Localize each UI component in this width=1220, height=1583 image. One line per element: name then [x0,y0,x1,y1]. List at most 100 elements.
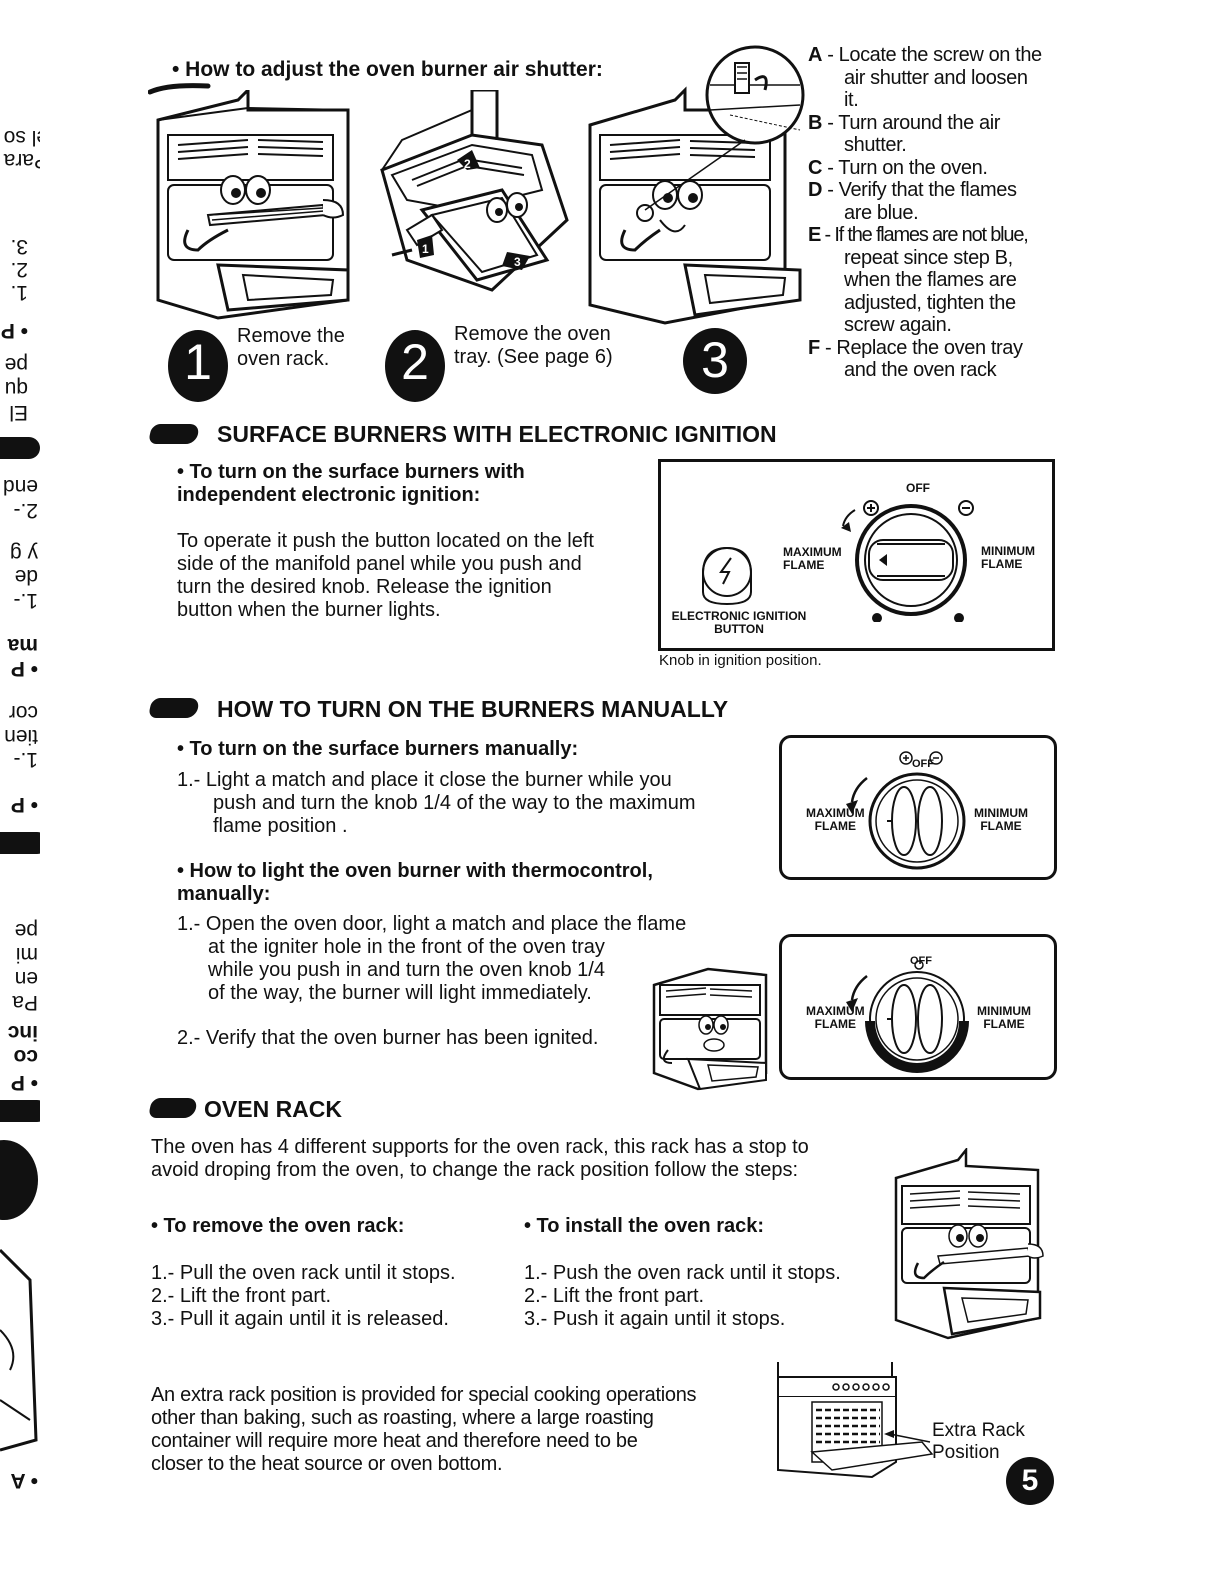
oven-illustration-remove-rack [156,90,350,320]
instruction-b-line: shutter. [844,134,907,156]
mirror-text: • P [10,793,38,816]
instruction-d-line: are blue. [844,201,919,224]
instruction-e-line: screw again. [844,314,952,336]
svg-text:2: 2 [464,157,471,171]
step-number-1: 1 [168,330,228,402]
mirror-text: 2.- [13,499,38,522]
oven-knob-icon [846,960,969,1073]
svg-text:1: 1 [422,242,429,256]
bullet-arrow-icon [0,1100,40,1122]
install-rack-title: • To install the oven rack: [524,1215,765,1237]
manual-oven-step-1: 1.- Open the oven door, light a match an… [177,913,687,1004]
air-shutter-heading: • How to adjust the oven burner air shut… [172,58,603,81]
mirror-text: Para [3,149,40,172]
oven-illustration-adjust-shutter [588,45,805,325]
instruction-e: E - If the flames are not blue, [808,224,1029,246]
knob-off-label: OFF [906,481,930,495]
mirror-text: Pa [12,991,38,1014]
air-shutter-instructions: A - Locate the screw on the air shutter … [808,44,1068,382]
knob-off-label: OFF [912,758,934,770]
bullet-arrow-icon [147,424,201,444]
instruction-e-line: adjusted, tighten the [844,291,1016,314]
step-number-3: 3 [683,328,747,394]
ignition-knob-icon [841,500,974,622]
left-margin-bleed: el so Para 3. 2. 1. • P pe qu El end 2.-… [0,0,40,1583]
oven-illustration-extra-rack [777,1362,934,1479]
surface-electronic-subheading: • To turn on the surface burners with in… [177,461,525,506]
instruction-f: F - Replace the oven tray [808,336,1023,359]
oven-illustration-rack [894,1148,1044,1340]
bullet-arrow-icon [0,832,40,854]
manual-surface-step: 1.- Light a match and place it close the… [177,769,696,837]
mirror-text: • P [10,657,38,680]
ignition-diagram-caption: Knob in ignition position. [659,652,822,669]
remove-rack-steps: 1.- Pull the oven rack until it stops. 2… [151,1262,456,1330]
mirror-text: • A [10,1469,38,1492]
mirror-text: 1.- [13,748,38,771]
oven-rack-intro: The oven has 4 different supports for th… [151,1136,809,1181]
instruction-a-line: it. [844,89,859,111]
manual-oven-subheading: • How to light the oven burner with ther… [177,860,653,905]
mirror-text: 2. [10,258,28,281]
ignition-button-icon [702,546,752,606]
mirror-text: pe [4,353,28,376]
instruction-a: A - Locate the screw on the [808,44,1042,66]
manual-surface-subheading: • To turn on the surface burners manuall… [177,738,579,760]
mirror-text: pe [14,919,38,942]
mirror-text: el so [3,126,40,149]
instruction-b: B - Turn around the air [808,111,1001,134]
page-number: 5 [1006,1457,1054,1505]
mirror-text: El [9,401,28,424]
manual-oven-step-2: 2.- Verify that the oven burner has been… [177,1027,599,1049]
oven-illustration-remove-tray: 2 1 3 [380,90,569,292]
instruction-c: C - Turn on the oven. [808,156,988,179]
mirror-text: de [14,565,38,588]
mirror-text: • P [10,1071,38,1094]
mirror-text: co [13,1045,38,1068]
mirror-text: cor [8,701,38,724]
install-rack-steps: 1.- Push the oven rack until it stops. 2… [524,1262,841,1330]
remove-rack-title: • To remove the oven rack: [151,1215,405,1237]
mirror-text: tien [4,725,38,748]
mirror-text: mi [15,943,38,966]
instruction-f-line: and the oven rack [844,359,997,381]
manual-title: HOW TO TURN ON THE BURNERS MANUALLY [217,696,729,722]
instruction-e-line: repeat since step B, [844,246,1013,269]
surface-electronic-body: To operate it push the button located on… [177,530,594,621]
mirror-text: ma [7,634,38,657]
mirror-text: • P [0,319,28,342]
step-number-2: 2 [385,330,445,402]
oven-rack-title: OVEN RACK [204,1096,343,1122]
instruction-a-line: air shutter and loosen [844,66,1028,89]
mirror-text: en [14,967,38,990]
bullet-arrow-icon [147,698,201,718]
mirror-text: 1.- [13,589,38,612]
instruction-e-line: when the flames are [844,269,1017,291]
mirror-text: 1. [10,281,28,304]
burner-knob-icon [846,751,966,870]
extra-rack-label: Extra Rack Position [932,1420,1025,1463]
mirror-text: y g [9,542,38,565]
surface-electronic-title: SURFACE BURNERS WITH ELECTRONIC IGNITION [217,421,777,447]
bullet-arrow-icon [147,1098,199,1118]
range-illustration [0,1248,38,1452]
step-number-circle [0,1140,38,1220]
extra-rack-text: An extra rack position is provided for s… [151,1384,697,1475]
mirror-text: end [2,475,38,498]
oven-illustration-small [652,967,768,1091]
mirror-text: 3. [10,235,28,258]
mirror-text: inc [7,1021,38,1044]
mirror-text: qu [4,377,28,400]
bullet-arrow-icon [148,83,211,95]
bullet-arrow-icon [0,437,40,459]
